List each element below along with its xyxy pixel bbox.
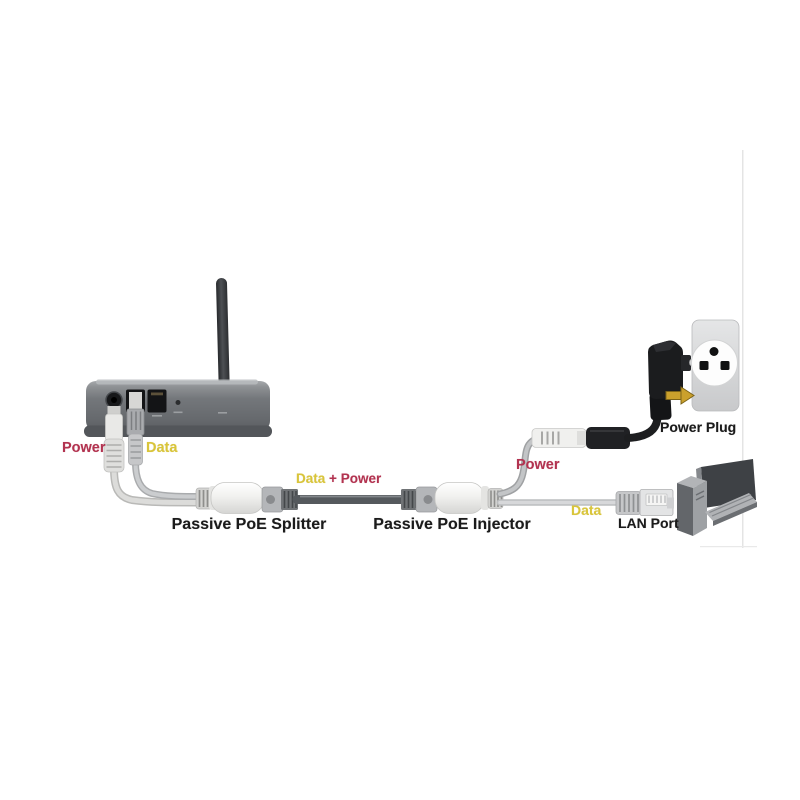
dc-plug-connector [103,406,125,473]
injector-rj45-plug [401,486,438,513]
ethernet-port-1 [126,389,145,413]
injector-label: Passive PoE Injector [373,516,531,533]
poe-combined-cable [292,495,409,504]
poe-cable-label-power: Power [340,471,382,486]
outlet-ground-pin-hole [709,347,719,356]
power-adapter-icon [648,340,700,421]
router-data-cable [126,408,202,500]
tower-top [677,476,707,488]
reset-hole [175,400,181,405]
monitor [701,459,756,508]
arrow-right-icon [665,386,695,405]
rj45-connector-icon [615,489,674,516]
dc-junction-connector [531,427,630,449]
router-power-cable [103,406,202,507]
lan-port-label: LAN Port [618,515,679,531]
power-plug-label: Power Plug [660,419,737,435]
poe-cable-label: Data + Power [296,472,381,486]
injector-power-label: Power [516,457,560,473]
poe-injector-device [401,482,504,514]
router-data-label: Data [146,440,178,456]
router-power-label: Power [62,440,106,456]
rj45-plug-connector [126,408,145,466]
splitter-label: Passive PoE Splitter [171,516,327,533]
image-edge-artifact [700,150,757,548]
dc-power-jack [105,391,123,409]
computer-icon [677,459,757,536]
antenna-icon [216,278,232,397]
poe-cable-label-data: Data [296,471,326,486]
tower-right [693,481,707,536]
poe-splitter-device [195,482,298,514]
splitter-rj45-plug [261,486,298,513]
poe-cable-label-plus: + [329,471,337,486]
wall-outlet-icon [691,319,740,412]
outlet-left-hole [699,361,709,370]
tower-left [677,483,693,536]
router-top-highlight [96,379,258,385]
outlet-right-hole [720,361,730,370]
ethernet-port-2 [147,389,167,413]
lan-data-label: Data [571,502,602,518]
keyboard-front [713,502,757,526]
